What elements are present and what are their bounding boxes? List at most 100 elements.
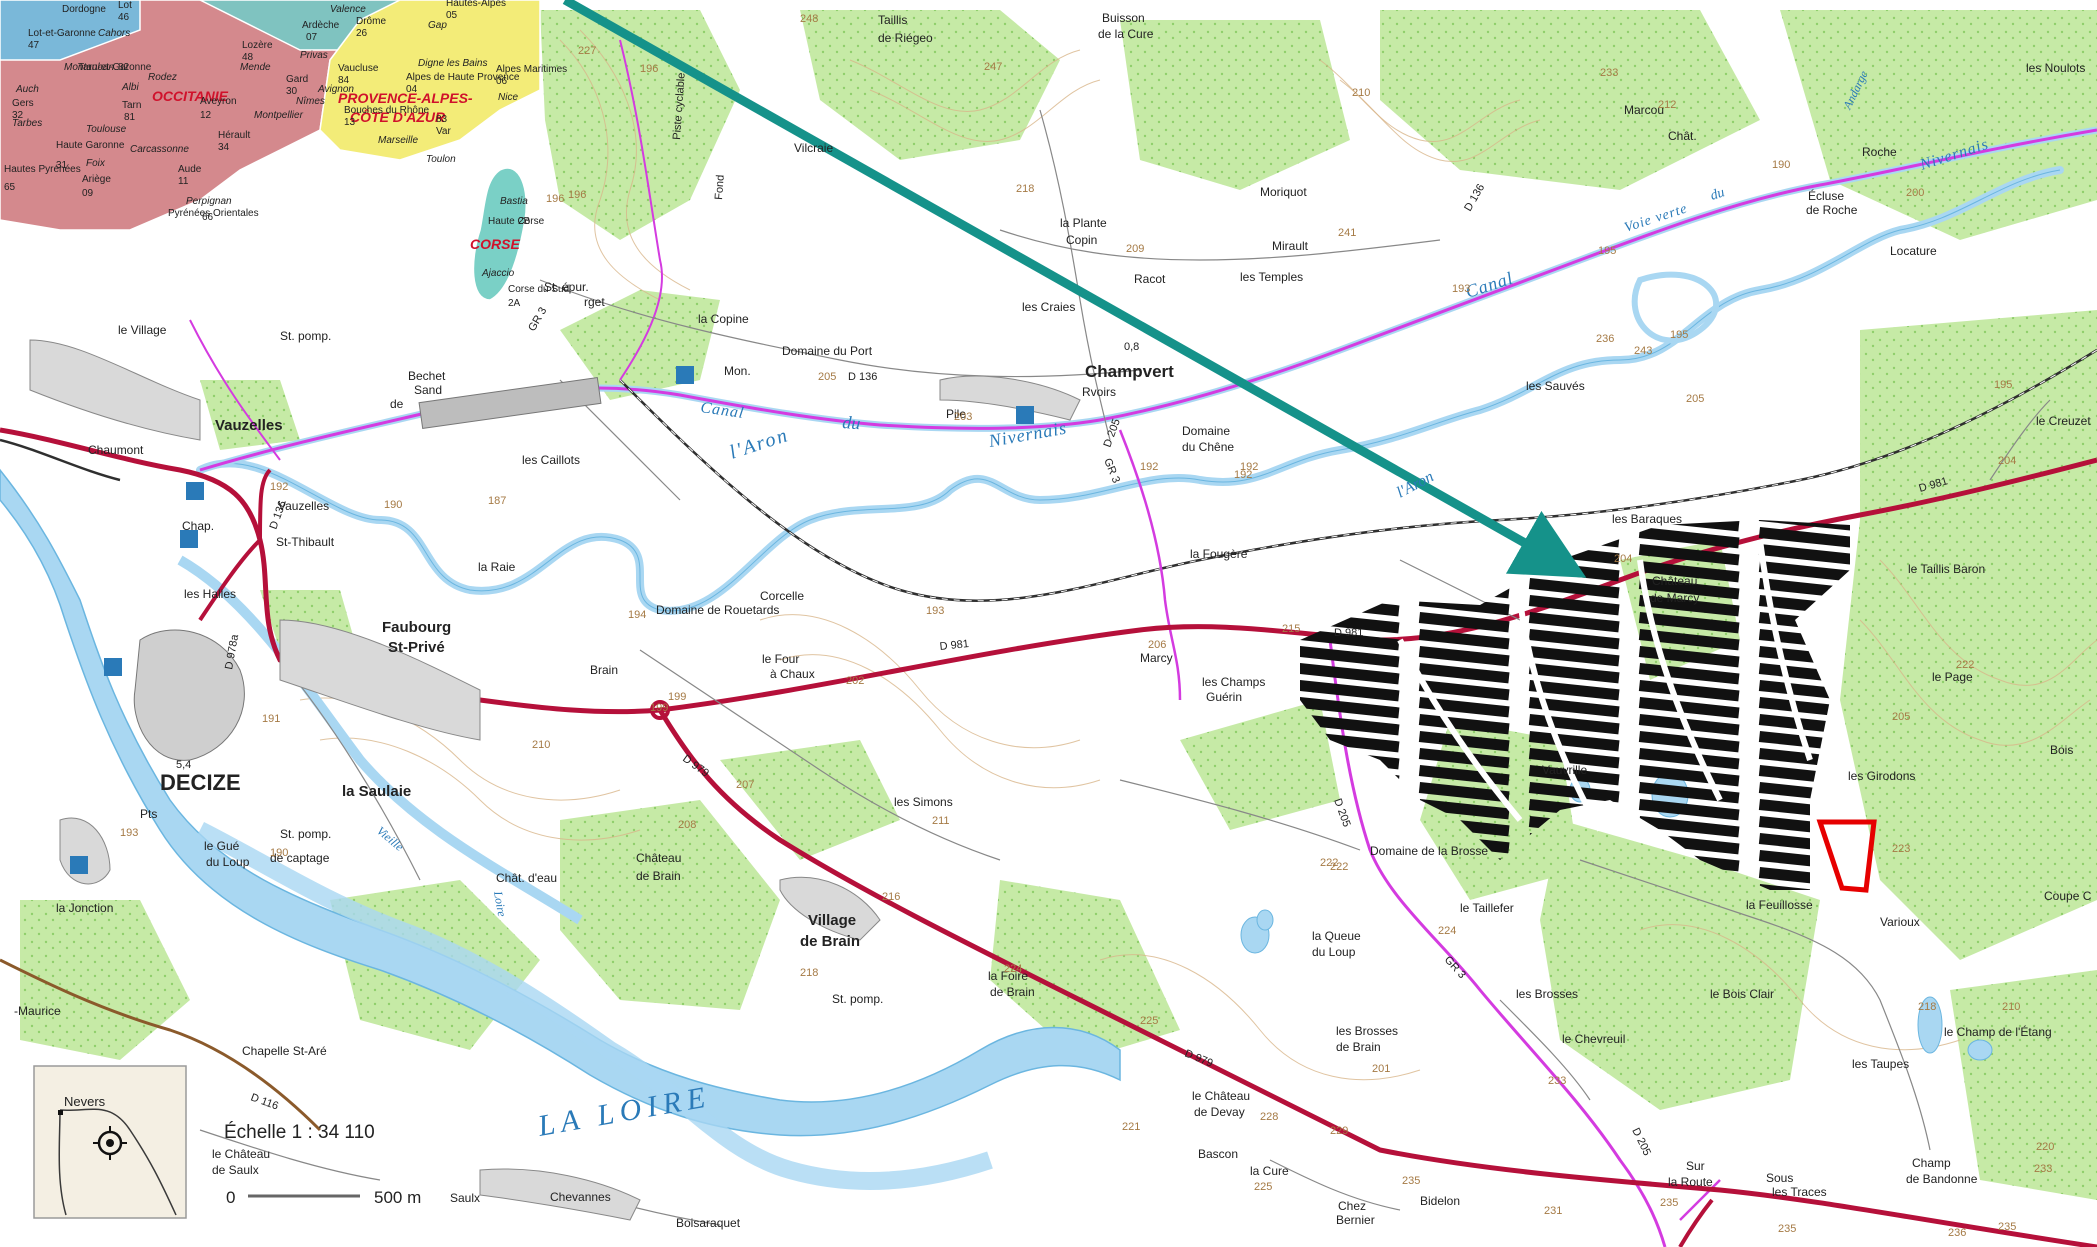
department-label: Ariège [82, 174, 111, 185]
elevation-label: 222 [1956, 659, 1974, 671]
elevation-label: 192 [1234, 469, 1252, 481]
town-label: Champvert [1085, 362, 1174, 381]
elevation-label: 228 [1260, 1111, 1278, 1123]
place-label: les Baraques [1612, 512, 1682, 526]
department-label: 47 [28, 40, 40, 51]
harbor-icon [676, 366, 694, 384]
city-label: Avignon [317, 84, 354, 95]
place-label: le Page [1932, 670, 1973, 684]
contour-lines [299, 29, 2097, 1081]
department-label: Alpes de Haute Provence [406, 72, 520, 83]
elevation-label: 229 [1330, 1125, 1348, 1137]
solar-panel-row [1638, 714, 1740, 736]
location-target-icon [97, 1130, 123, 1156]
place-label: Chevannes [550, 1190, 611, 1204]
locator-inset-boundary [58, 1108, 177, 1216]
place-label: la Plante [1060, 216, 1107, 230]
city-label: Mende [240, 62, 271, 73]
town-label: Vauzelles [215, 417, 283, 434]
solar-panel-row [1528, 679, 1620, 701]
city-label: Nice [498, 92, 518, 103]
place-label: Chap. [182, 519, 214, 533]
department-label: 84 [338, 75, 350, 86]
elevation-label: 205 [1686, 393, 1704, 405]
department-label: Tarn-et-Garonne [78, 62, 152, 73]
road-label: D 981 [1334, 627, 1363, 639]
place-label: la Cure [1250, 1164, 1289, 1178]
elevation-label: 202 [846, 675, 864, 687]
place-label: Marcou [1624, 103, 1664, 117]
department-label: 09 [82, 188, 94, 199]
place-label: Rvoirs [1082, 385, 1116, 399]
place-label: la Copine [698, 312, 749, 326]
place-label: Vauzelles [278, 499, 329, 513]
solar-panel-row [1528, 781, 1620, 803]
solar-panel-row [1418, 696, 1510, 718]
place-label: Varioux [1880, 915, 1920, 929]
project-site-outline [1816, 819, 1877, 893]
place-label: du Chêne [1182, 440, 1234, 454]
city-label: Tarbes [12, 118, 42, 129]
department-label: 83 [436, 114, 448, 125]
city-label: Foix [86, 158, 106, 169]
elevation-label: 192 [270, 481, 288, 493]
elevation-label: 225 [1140, 1015, 1158, 1027]
elevation-label: 190 [1772, 159, 1790, 171]
elevation-label: 193 [120, 827, 138, 839]
solar-panel-row [1418, 680, 1510, 701]
elevation-label: 231 [1544, 1205, 1562, 1217]
elevation-label: 235 [1998, 1221, 2016, 1233]
region-label-corse: CORSE [470, 236, 520, 252]
city-label: Marseille [378, 135, 418, 146]
place-label: -Maurice [14, 1004, 61, 1018]
department-label: Lot [118, 0, 132, 11]
place-label: rget [584, 295, 605, 309]
town-label: Village [808, 912, 856, 929]
city-label: Auch [15, 84, 39, 95]
solar-panel-row [1418, 798, 1510, 820]
place-label: la Fougère [1190, 547, 1248, 561]
department-label: Aude [178, 164, 202, 175]
place-label: les Craies [1022, 300, 1075, 314]
city-label: Rodez [148, 72, 177, 83]
nevers-city-marker [58, 1110, 63, 1115]
elevation-label: 235 [1778, 1223, 1796, 1235]
elevation-label: 190 [270, 847, 288, 859]
department-label: Hautes-Alpes [446, 0, 506, 9]
place-label: du Loup [1312, 945, 1356, 959]
solar-panel-row [1638, 680, 1740, 702]
place-label: St-Thibault [276, 535, 335, 549]
elevation-label: 222 [1330, 861, 1348, 873]
region-label-occitanie: OCCITANIE [152, 88, 229, 104]
loire-river [0, 468, 1121, 1190]
place-label: la Feuillosse [1746, 898, 1813, 912]
department-label: Aveyron [200, 96, 237, 107]
solar-panel-row [1418, 663, 1510, 684]
road-label: D 136 [848, 371, 877, 383]
elevation-label: 220 [2036, 1141, 2054, 1153]
place-label: de Roche [1806, 203, 1858, 217]
place-label: le Château [212, 1147, 270, 1161]
solar-panel-row [1758, 884, 1850, 890]
department-label: 46 [118, 12, 130, 23]
department-label: 06 [496, 76, 508, 87]
solar-panel-row [1528, 595, 1620, 616]
place-label: Domaine [1182, 424, 1230, 438]
elevation-label: 205 [818, 371, 836, 383]
department-label: Hautes Pyrénées [4, 164, 81, 175]
place-label: Vauvrille [1542, 763, 1587, 777]
elevation-label: 203 [954, 411, 972, 423]
scale-zero: 0 [226, 1188, 235, 1207]
place-label: de Riégeo [878, 31, 933, 45]
elevation-label: 196 [640, 63, 658, 75]
place-label: Marcy [1140, 651, 1173, 665]
water-label: du [1709, 185, 1727, 204]
corse-region [472, 167, 527, 301]
solar-panel-row [1528, 730, 1620, 752]
elevation-label: 221 [1122, 1121, 1140, 1133]
elevation-label: 212 [1658, 99, 1676, 111]
place-label: St. pomp. [280, 827, 331, 841]
city-label: Ajaccio [481, 268, 515, 279]
elevation-label: 211 [932, 815, 950, 827]
